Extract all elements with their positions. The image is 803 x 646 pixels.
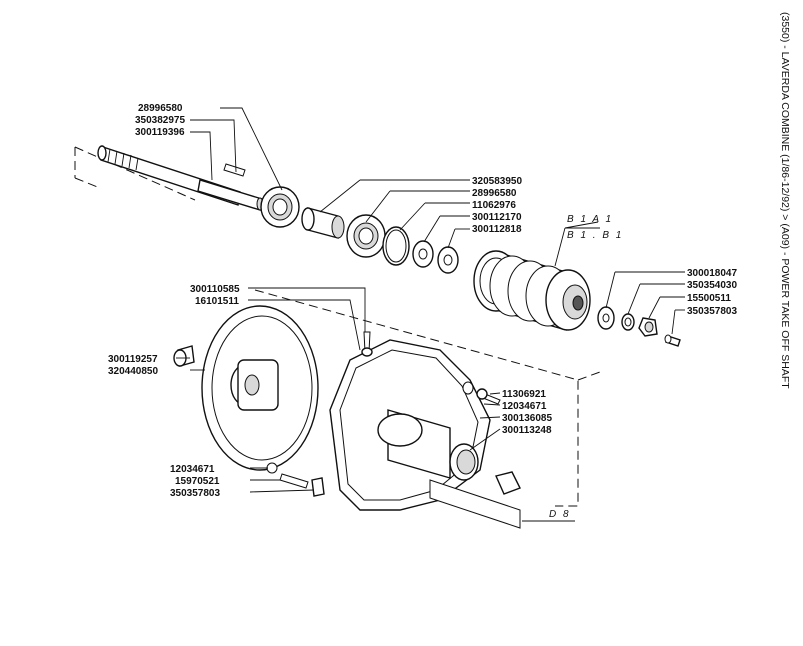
part-label[interactable]: 28996580 [472,188,517,199]
circlip [382,226,410,266]
part-label[interactable]: 350357803 [170,488,220,499]
part-label[interactable]: 300112818 [472,224,522,235]
part-label[interactable]: 320440850 [108,366,158,377]
pto-shaft [97,145,264,211]
assembly-boundary [74,146,601,507]
part-label[interactable]: 11306921 [502,389,546,400]
bearing-1 [260,186,300,228]
part-label[interactable]: 28996580 [138,103,183,114]
part-label[interactable]: 15500511 [687,293,731,304]
part-label[interactable]: 300112170 [472,212,522,223]
part-label[interactable]: 300119257 [108,354,158,365]
spacer-sleeve [301,207,345,239]
drive-disc [201,305,319,471]
part-label[interactable]: 16101511 [195,296,239,307]
pulley-ref-1: B 1 A 1 [567,214,613,225]
pulley-ref-2: B 1 . B 1 [567,230,623,241]
shaft-ref: D 8 [549,509,571,520]
part-label[interactable]: 15970521 [175,476,220,487]
pulley-retainer-hardware [597,306,681,347]
part-label[interactable]: 320583950 [472,176,522,187]
part-label[interactable]: 12034671 [170,464,215,475]
housing-bolts [266,331,501,497]
bush [173,345,195,367]
part-label[interactable]: 300119396 [135,127,185,138]
part-labels: 28996580 350382975 300119396 320583950 2… [108,103,737,499]
part-label[interactable]: 350382975 [135,115,185,126]
part-label[interactable]: 300110585 [190,284,240,295]
part-label[interactable]: 300136085 [502,413,552,424]
part-label[interactable]: 11062976 [472,200,516,211]
part-label[interactable]: 350357803 [687,306,737,317]
leader-lines [176,107,685,522]
pto-housing [329,339,521,529]
part-label[interactable]: 12034671 [502,401,547,412]
part-label[interactable]: 300113248 [502,425,552,436]
part-label[interactable]: 300018047 [687,268,737,279]
diagram-title: (3550) - LAVERDA COMBINE (1/86-12/92) > … [779,12,791,389]
reference-callouts: B 1 A 1 B 1 . B 1 D 8 [549,214,623,520]
shaft-key [223,163,246,177]
pto-pulley [473,250,591,331]
bearing-2 [346,214,386,258]
washers [412,240,459,274]
part-label[interactable]: 350354030 [687,280,737,291]
